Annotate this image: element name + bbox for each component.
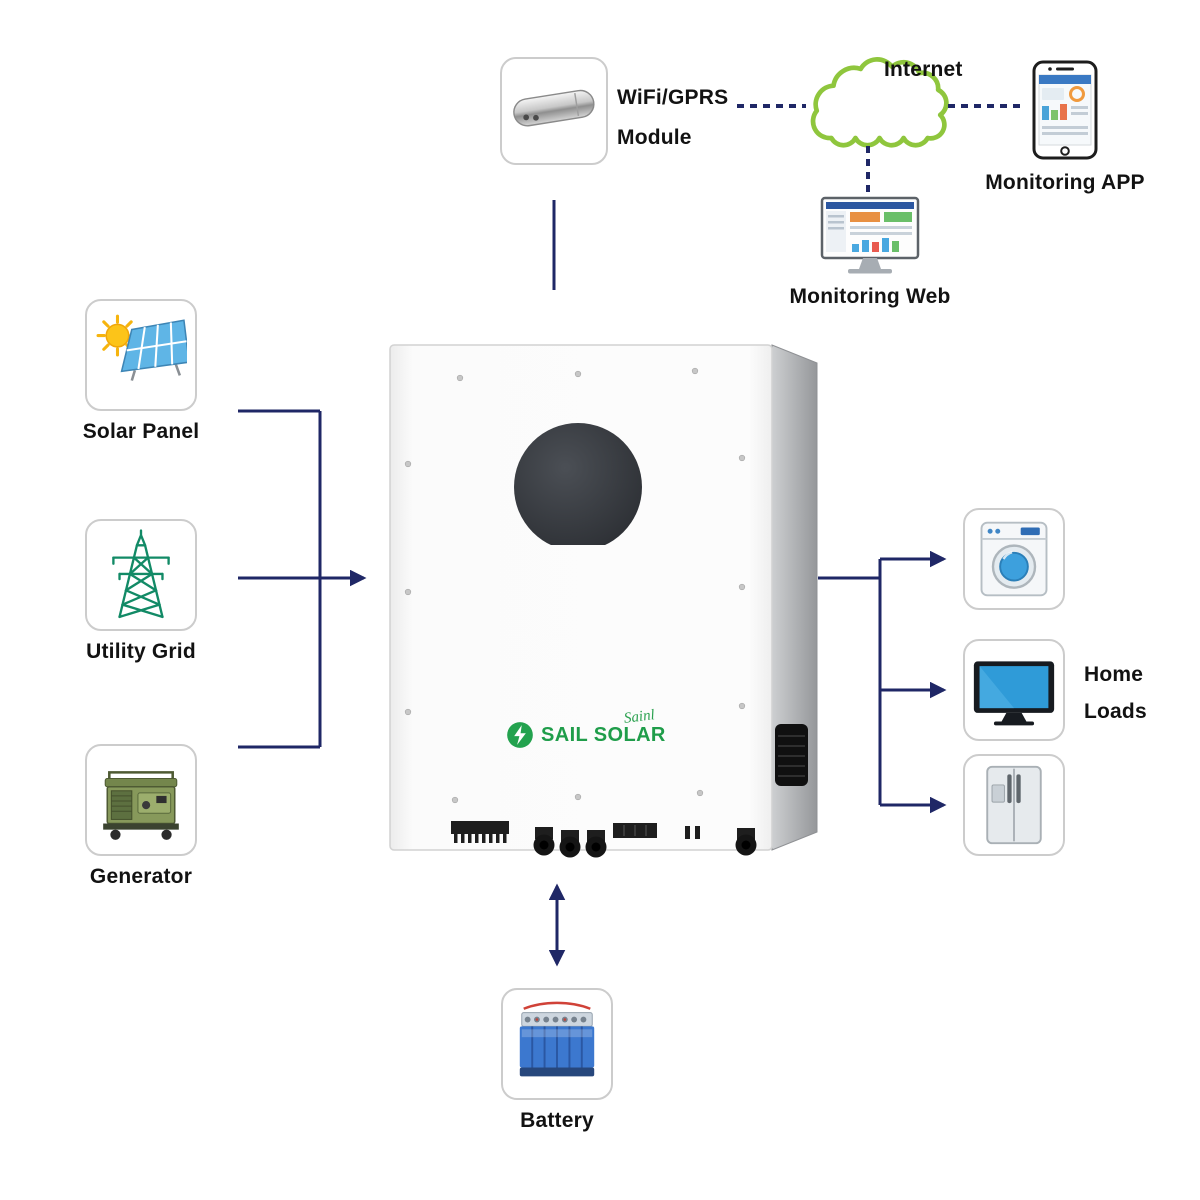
- washing-machine-node: [963, 508, 1065, 610]
- inverter-bottom-connectors: [451, 821, 757, 858]
- inverter-front-panel: [389, 344, 773, 851]
- inverter-side-switch: [775, 724, 808, 786]
- refrigerator-node: [963, 754, 1065, 856]
- battery-node: [501, 988, 613, 1100]
- refrigerator-icon: [986, 765, 1042, 845]
- utility-grid-label: Utility Grid: [86, 640, 196, 663]
- solar-panel-node: [85, 299, 197, 411]
- inverter-screws: [404, 367, 746, 804]
- generator-label: Generator: [89, 865, 193, 888]
- monitoring-web-monitor-icon: [820, 196, 920, 274]
- solar-panel-icon: [96, 314, 187, 381]
- monitoring-app-label: Monitoring APP: [985, 171, 1145, 194]
- monitoring-app-phone-icon: [1032, 60, 1098, 160]
- wifi-module-icon: [513, 89, 595, 127]
- wifi-module-node: [500, 57, 608, 165]
- inverter-unit: [389, 344, 818, 858]
- washing-machine-icon: [980, 521, 1048, 597]
- internet-label: Internet: [884, 58, 963, 81]
- generator-node: [85, 744, 197, 856]
- generator-icon: [103, 771, 179, 840]
- inverter-brand: SAIL SOLAR Sainl: [506, 707, 686, 769]
- inverter-display: [514, 423, 642, 545]
- utility-grid-icon: [112, 529, 170, 619]
- battery-label: Battery: [520, 1109, 594, 1132]
- tv-node: [963, 639, 1065, 741]
- battery-icon: [519, 1001, 595, 1077]
- sail-solar-logo-icon: [507, 722, 533, 748]
- brand-name: SAIL SOLAR: [541, 723, 666, 746]
- home-loads-label: Home Loads: [1084, 663, 1147, 723]
- solar-panel-label: Solar Panel: [82, 420, 200, 443]
- monitoring-web-label: Monitoring Web: [789, 285, 951, 308]
- tv-icon: [973, 661, 1055, 726]
- wifi-module-label: WiFi/GPRS Module: [617, 86, 729, 149]
- utility-grid-node: [85, 519, 197, 631]
- internet-cloud-icon: [810, 57, 949, 148]
